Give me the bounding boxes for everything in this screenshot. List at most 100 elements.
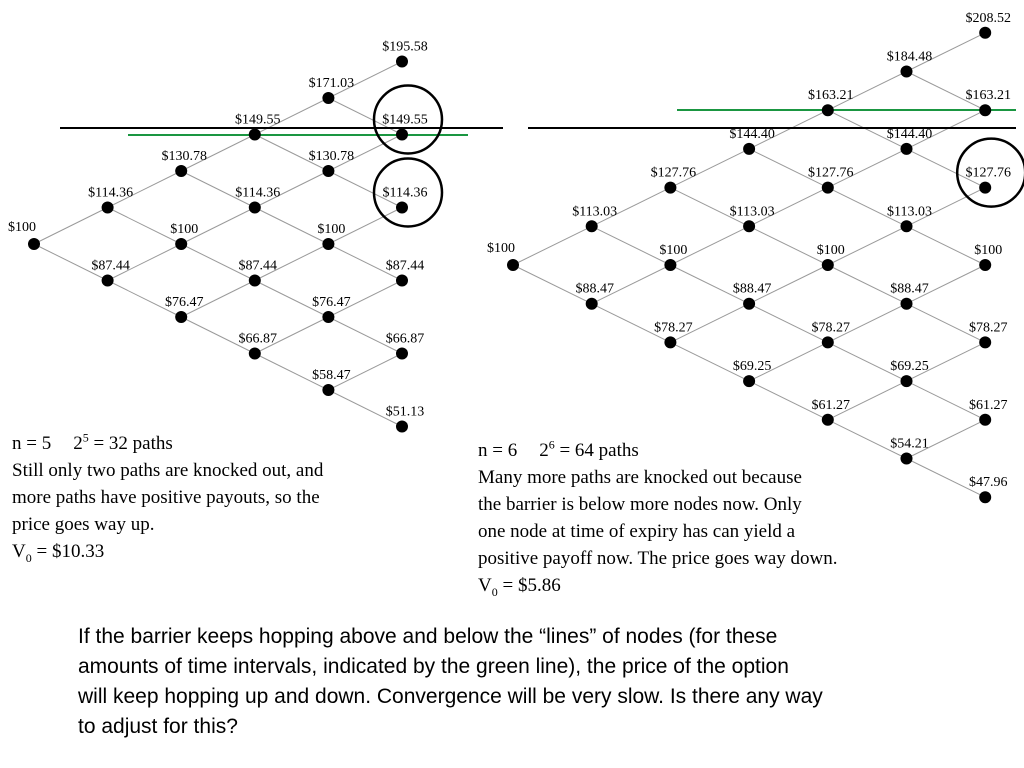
caption-n6-v0-sub: 0 [491,584,498,599]
node-price-label: $130.78 [161,149,207,164]
tree-edge-up [328,280,403,318]
tree-edge-up [748,187,829,227]
tree-edge-up [827,225,907,266]
tree-edge-down [328,243,403,281]
tree-node [821,259,834,271]
node-price-label: $100 [487,241,515,256]
node-price-label: $163.21 [965,88,1011,103]
caption-n5-v0-sub: 0 [25,550,32,565]
tree-edge-down [254,134,329,172]
node-price-label: $114.36 [235,186,280,201]
tree-edge-up [827,380,907,421]
tree-edge-up [254,243,329,281]
tree-node [175,238,188,250]
tree-node [664,181,677,194]
tree-node [979,491,992,504]
tree-edge-up [670,148,750,189]
tree-node [821,336,834,349]
node-price-label: $76.47 [312,295,351,310]
tree-edge-up [328,353,403,391]
tree-node [101,201,114,214]
tree-edge-up [591,187,671,227]
tree-node [322,384,335,396]
node-price-label: $113.03 [887,204,932,219]
node-price-label: $78.27 [812,320,851,335]
node-price-label: $100 [170,222,198,237]
tree-node [900,452,913,465]
caption-n6-line-4: positive payoff now. The price goes way … [478,548,838,569]
tree-node [248,128,261,141]
node-price-label: $113.03 [730,204,775,219]
tree-node [585,297,598,310]
node-price-label: $130.78 [309,149,355,164]
tree-node [900,375,913,388]
tree-edge-down [670,341,750,382]
tree-node [175,311,188,323]
tree-edge-down [591,303,671,343]
tree-edges [33,61,403,427]
caption-n6-line-1: Many more paths are knocked out because [478,467,802,488]
tree-edge-up [33,207,108,245]
tree-edge-up [906,264,986,305]
tree-node [248,347,261,360]
tree-node [900,297,913,310]
node-price-label: $163.21 [808,88,854,103]
node-price-label: $100 [659,243,687,258]
tree-node [248,201,261,214]
node-price-label: $127.76 [651,166,697,181]
bottom-paragraph-line-4: to adjust for this? [78,715,238,738]
binomial-tree-n5: $100$114.36$87.44$130.78$100$76.47$149.5… [8,40,503,433]
tree-node [900,65,913,78]
tree-edge-down [670,264,750,305]
node-price-label: $66.87 [386,332,425,347]
highlight-circle [955,137,1024,208]
tree-node [743,220,756,233]
node-price-label: $114.36 [383,186,428,201]
tree-node [322,238,335,250]
tree-edge-up [827,71,907,111]
tree-edge-up [748,264,829,305]
node-price-label: $87.44 [386,259,425,274]
tree-edge-down [906,303,986,343]
caption-n6-v0-base: V [478,575,492,596]
tree-edge-up [670,303,750,343]
caption-n5-v0-value: = $10.33 [31,541,105,562]
tree-edge-down [827,264,907,305]
tree-node [821,104,834,117]
tree-edge-up [906,419,986,459]
tree-node [979,336,992,349]
tree-edge-down [906,380,986,421]
node-price-label: $100 [8,220,36,235]
tree-node [101,274,114,287]
tree-node [396,128,408,141]
node-price-label: $127.76 [965,166,1011,181]
node-price-label: $144.40 [729,127,775,142]
node-price-label: $54.21 [890,437,929,452]
caption-n5-line-1: Still only two paths are knocked out, an… [12,460,324,481]
tree-edges [512,32,986,498]
node-price-label: $100 [317,222,345,237]
node-price-label: $171.03 [309,76,355,91]
caption-n5-v0: V0 = $10.33 [12,538,323,565]
tree-node [821,181,834,194]
node-price-label: $88.47 [890,282,929,297]
tree-edge-down [748,148,829,189]
node-price-label: $88.47 [575,282,614,297]
tree-edge-down [827,109,907,150]
tree-edge-up [254,170,329,208]
binomial-tree-n6: $100 $113.03 $88.47 $127.76 $100 $78.27 $144.4… [487,11,1024,504]
tree-node [396,420,408,433]
node-price-label: $100 [974,243,1002,258]
node-price-label: $100 [817,243,845,258]
node-price-label: $127.76 [808,166,854,181]
tree-node [664,336,677,349]
tree-node [979,413,992,426]
tree-edge-down [748,380,829,421]
tree-node [900,142,913,155]
tree-edge-up [827,303,907,343]
tree-node [396,274,408,287]
tree-edge-down [180,243,256,281]
node-price-label: $184.48 [887,50,933,65]
